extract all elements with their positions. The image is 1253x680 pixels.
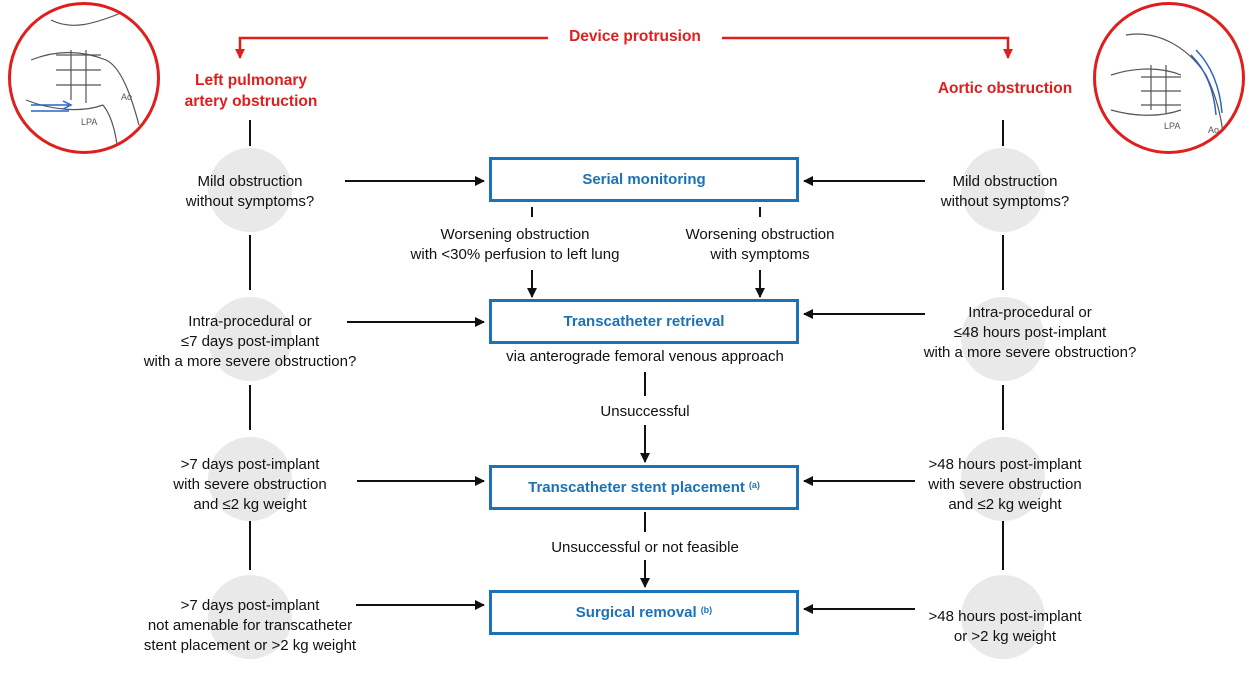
serial-outcome-right-line-1: Worsening obstruction — [685, 226, 835, 243]
right-criterion-3-line-3: and ≤2 kg weight — [948, 496, 1062, 513]
transcatheter-retrieval-box: Transcatheter retrieval — [489, 299, 799, 344]
left-criterion-4-line-2: not amenable for transcatheter — [147, 617, 353, 634]
right-arrows — [803, 176, 925, 614]
serial-monitoring-label: Serial monitoring — [582, 171, 706, 188]
serial-monitoring-box: Serial monitoring — [489, 157, 799, 202]
left-arrows — [345, 176, 485, 610]
right-criterion-4: >48 hours post-implant or >2 kg weight — [905, 607, 1105, 647]
right-criterion-1-line-2: without symptoms? — [940, 193, 1070, 210]
left-criterion-2-line-3: with a more severe obstruction? — [143, 353, 357, 370]
lpa-obstruction-sketch: LPA Ao — [8, 2, 160, 154]
right-decision-circle-3 — [961, 437, 1045, 521]
serial-outcome-right-line-2: with symptoms — [710, 246, 810, 263]
aortic-obstruction-heading: Aortic obstruction — [937, 80, 1073, 97]
surgical-removal-label: Surgical removal — [575, 604, 697, 621]
left-criterion-4-line-3: stent placement or >2 kg weight — [143, 637, 357, 654]
serial-outcome-left-line-1: Worsening obstruction — [440, 226, 590, 243]
left-decision-circle-3 — [208, 437, 292, 521]
right-decision-circle-2 — [961, 297, 1045, 381]
device-protrusion-label: Device protrusion — [569, 28, 701, 45]
lpa-obstruction-heading: Left pulmonary artery obstruction — [166, 70, 336, 112]
right-criterion-2-line-1: Intra-procedural or — [968, 304, 1092, 321]
right-criterion-1-line-1: Mild obstruction — [952, 173, 1058, 190]
stent-placement-note: (a) — [748, 479, 760, 490]
aortic-sketch-label-ao: Ao — [1208, 125, 1219, 135]
transcatheter-retrieval-label: Transcatheter retrieval — [563, 313, 725, 330]
left-criterion-2-line-1: Intra-procedural or — [188, 313, 312, 330]
retrieval-approach-note: via anterograde femoral venous approach — [506, 348, 784, 365]
right-criterion-3-line-1: >48 hours post-implant — [928, 456, 1082, 473]
surgical-removal-note: (b) — [700, 604, 713, 615]
right-criterion-3-line-2: with severe obstruction — [928, 476, 1082, 493]
serial-outcome-left: Worsening obstruction with <30% perfusio… — [365, 225, 665, 265]
left-criterion-1: Mild obstruction without symptoms? — [150, 172, 350, 212]
aortic-sketch-label-lpa: LPA — [1164, 121, 1180, 131]
right-criterion-3: >48 hours post-implant with severe obstr… — [895, 455, 1115, 515]
right-criterion-2-line-3: with a more severe obstruction? — [923, 344, 1137, 361]
right-criterion-4-line-2: or >2 kg weight — [953, 628, 1057, 645]
lpa-sketch-label-lpa: LPA — [81, 117, 97, 127]
left-criterion-3-line-3: and ≤2 kg weight — [193, 496, 307, 513]
unsuccessful-label: Unsuccessful — [600, 403, 690, 420]
left-decision-circle-2 — [208, 297, 292, 381]
right-decision-circle-1 — [961, 148, 1045, 232]
device-protrusion-arrows — [235, 36, 1013, 59]
serial-outcome-left-line-2: with <30% perfusion to left lung — [410, 246, 620, 263]
lpa-sketch-drawing: LPA Ao — [25, 12, 140, 146]
left-decision-circle-1 — [208, 148, 292, 232]
aortic-obstruction-sketch: LPA Ao — [1093, 2, 1245, 154]
left-criterion-2: Intra-procedural or ≤7 days post-implant… — [115, 312, 385, 372]
right-criterion-2: Intra-procedural or ≤48 hours post-impla… — [895, 303, 1165, 363]
surgical-removal-box: Surgical removal (b) — [489, 590, 799, 635]
left-criterion-3: >7 days post-implant with severe obstruc… — [145, 455, 355, 515]
left-criterion-4-line-1: >7 days post-implant — [180, 597, 320, 614]
lpa-heading-line-2: artery obstruction — [184, 93, 318, 110]
left-criterion-4: >7 days post-implant not amenable for tr… — [135, 596, 365, 656]
stent-placement-box: Transcatheter stent placement (a) — [489, 465, 799, 510]
serial-outcome-right: Worsening obstruction with symptoms — [660, 225, 860, 265]
aortic-sketch-drawing: LPA Ao — [1110, 33, 1225, 141]
left-criterion-1-line-2: without symptoms? — [185, 193, 315, 210]
lpa-sketch-label-ao: Ao — [121, 92, 132, 102]
right-criterion-1: Mild obstruction without symptoms? — [905, 172, 1105, 212]
center-flow — [527, 207, 765, 588]
unsuccessful-or-not-feasible-label: Unsuccessful or not feasible — [551, 539, 739, 556]
left-criterion-1-line-1: Mild obstruction — [197, 173, 303, 190]
lpa-heading-line-1: Left pulmonary — [195, 72, 307, 89]
stent-placement-label: Transcatheter stent placement — [528, 479, 745, 496]
right-criterion-4-line-1: >48 hours post-implant — [928, 608, 1082, 625]
right-decision-circle-4 — [961, 575, 1045, 659]
right-criterion-2-line-2: ≤48 hours post-implant — [953, 324, 1107, 341]
left-decision-circle-4 — [208, 575, 292, 659]
left-criterion-3-line-1: >7 days post-implant — [180, 456, 320, 473]
left-criterion-3-line-2: with severe obstruction — [173, 476, 327, 493]
left-criterion-2-line-2: ≤7 days post-implant — [180, 333, 320, 350]
